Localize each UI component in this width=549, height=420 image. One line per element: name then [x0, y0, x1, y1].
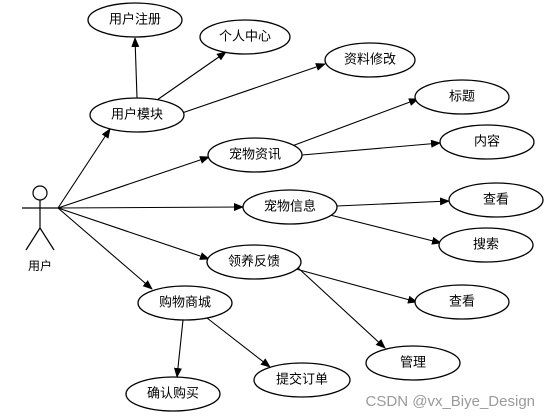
use-case-label: 管理	[400, 356, 426, 371]
edge-actor-to-adoption-feedback	[57, 207, 210, 260]
edge-actor-to-pet-info	[57, 203, 244, 212]
use-case-ellipse	[207, 137, 303, 173]
use-case-ellipse	[365, 345, 461, 381]
use-case-manage: 管理	[365, 345, 461, 381]
use-case-ellipse	[199, 19, 291, 55]
edge-user-module-to-profile	[181, 63, 326, 114]
edge-actor-to-user-module	[57, 128, 111, 209]
use-case-user-module: 用户模块	[89, 97, 185, 133]
use-case-search: 搜索	[438, 227, 534, 263]
use-case-label: 用户模块	[111, 107, 163, 123]
use-case-ellipse	[324, 42, 416, 78]
use-case-label: 查看	[483, 192, 509, 208]
actor-right-leg	[39, 227, 55, 251]
edge-pet-info-to-search	[329, 214, 442, 245]
use-case-label: 个人中心	[219, 30, 271, 45]
actor-head	[32, 185, 48, 201]
use-case-label: 查看	[449, 294, 475, 310]
edge-feedback-to-view	[295, 268, 418, 304]
edge-feedback-to-manage	[295, 265, 386, 349]
edge-actor-to-pet-news	[57, 156, 210, 209]
use-case-pet-news: 宠物资讯	[207, 137, 303, 173]
watermark: CSDN @vx_Biye_Design	[366, 393, 535, 410]
use-case-ellipse	[253, 362, 351, 398]
use-case-ellipse	[87, 2, 183, 38]
use-case-ellipse	[439, 124, 535, 160]
actor-left-leg	[25, 227, 41, 251]
use-case-ellipse	[242, 189, 338, 225]
edge-actor-to-shopping-mall	[57, 207, 153, 290]
use-case-ellipse	[137, 285, 233, 321]
use-case-content: 内容	[439, 124, 535, 160]
use-case-ellipse	[448, 182, 544, 218]
edge-pet-news-to-title	[291, 98, 419, 147]
edge-pet-info-to-view	[336, 197, 450, 207]
use-case-label: 宠物信息	[264, 199, 316, 215]
use-case-view-pet-info: 查看	[448, 182, 544, 218]
edge-mall-to-confirm	[173, 319, 184, 378]
edges	[57, 37, 450, 378]
use-case-adoption-feedback: 领养反馈	[206, 244, 302, 280]
use-case-pet-info: 宠物信息	[242, 189, 338, 225]
edge-user-module-to-personal	[156, 51, 227, 101]
use-case-shopping-mall: 购物商城	[137, 285, 233, 321]
use-case-label: 搜索	[473, 238, 499, 253]
actor-label: 用户	[28, 258, 52, 273]
edge-pet-news-to-content	[301, 139, 441, 156]
use-case-ellipse	[414, 79, 510, 115]
use-case-label: 用户注册	[109, 12, 161, 28]
use-case-label: 购物商城	[159, 295, 211, 311]
use-case-ellipse	[125, 376, 221, 412]
use-case-confirm-purchase: 确认购买	[125, 376, 221, 412]
edge-mall-to-submit-order	[206, 317, 271, 368]
actor-user: 用户	[22, 185, 58, 273]
use-case-title: 标题	[414, 79, 510, 115]
use-case-view-feedback: 查看	[414, 284, 510, 320]
use-case-user-register: 用户注册	[87, 2, 183, 38]
use-case-label: 标题	[449, 90, 475, 105]
use-case-label: 资料修改	[344, 53, 396, 68]
use-case-ellipse	[206, 244, 302, 280]
use-case-profile-edit: 资料修改	[324, 42, 416, 78]
use-case-submit-order: 提交订单	[253, 362, 351, 398]
use-case-ellipse	[414, 284, 510, 320]
use-case-personal-center: 个人中心	[199, 19, 291, 55]
use-case-label: 提交订单	[276, 372, 328, 388]
use-case-label: 领养反馈	[228, 254, 280, 270]
use-case-ellipse	[438, 227, 534, 263]
use-case-label: 宠物资讯	[229, 147, 281, 163]
edge-user-module-to-register	[131, 37, 140, 99]
use-case-label: 确认购买	[147, 386, 199, 402]
use-case-ellipse	[89, 97, 185, 133]
use-case-label: 内容	[474, 134, 500, 150]
